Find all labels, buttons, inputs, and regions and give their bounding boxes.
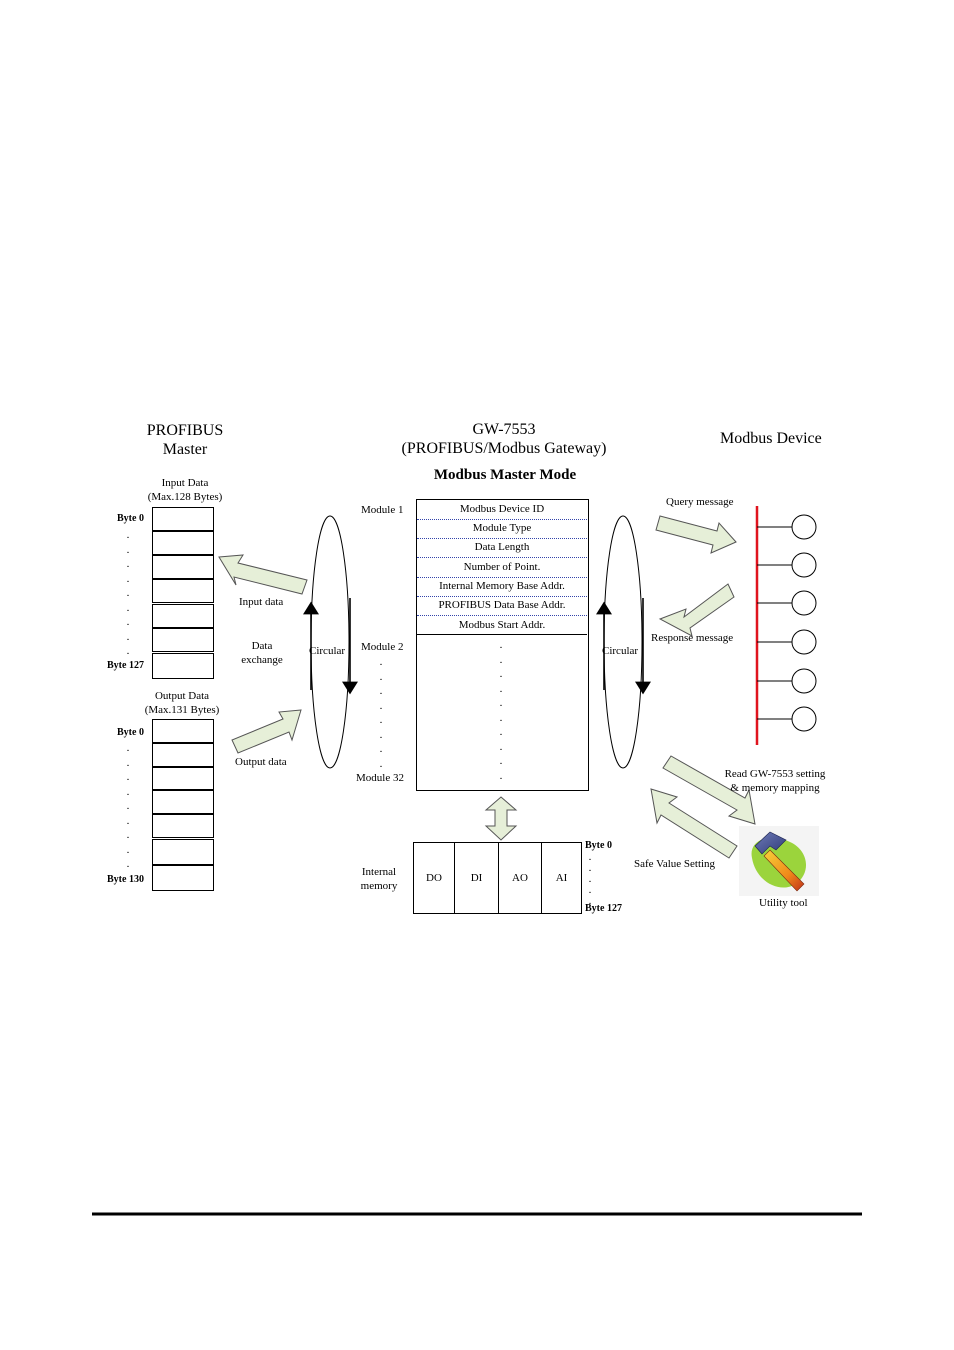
output-byte-cell: [152, 865, 214, 891]
profibus-title: PROFIBUS Master: [130, 422, 240, 459]
input-byte-cell: [152, 604, 214, 628]
circular-left-text: Circular: [309, 645, 346, 657]
gateway-module-dots: ..........: [499, 639, 503, 782]
output-byte-cell: [152, 767, 214, 790]
circular-right-text: Circular: [602, 645, 639, 657]
memory-double-arrow: [484, 796, 518, 841]
module2-label: Module 2: [361, 641, 404, 653]
gateway-title-line2: (PROFIBUS/Modbus Gateway): [401, 440, 607, 457]
module32-label: Module 32: [356, 772, 404, 784]
response-message-text: Response message: [651, 632, 734, 644]
input-byte-cell: [152, 653, 214, 679]
modbus-device-node: [791, 668, 817, 694]
output-data-arrow: [231, 709, 302, 754]
output-byte-cell: [152, 743, 214, 767]
utility-tool-icon: [739, 826, 819, 896]
query-message-text: Query message: [666, 496, 734, 508]
read-setting-line1: Read GW-7553 setting: [724, 768, 826, 780]
output-byte-dots: .........: [126, 742, 130, 870]
output-byte-cell: [152, 814, 214, 838]
memory-cell-ai: AI: [541, 842, 582, 914]
module1-label: Module 1: [361, 504, 404, 516]
gateway-row-modbus-start: Modbus Start Addr.: [458, 619, 546, 631]
internal-memory-line2: memory: [360, 880, 398, 892]
output-byte-cell: [152, 839, 214, 865]
read-setting-text: Read GW-7553 setting & memory mapping: [712, 767, 838, 795]
output-byte-cell: [152, 719, 214, 743]
gateway-row-number-of-point: Number of Point.: [417, 561, 587, 578]
gateway-module1-block: [417, 500, 587, 635]
safe-value-text: Safe Value Setting: [634, 858, 716, 870]
response-message-arrow: [658, 583, 735, 637]
gateway-row-internal-memory: Internal Memory Base Addr.: [417, 580, 587, 597]
modbus-device-node: [791, 590, 817, 616]
memory-cell-ao: AO: [498, 842, 542, 914]
memory-byte-dots: .....: [588, 851, 592, 907]
input-last-byte: Byte 127: [107, 660, 144, 671]
gateway-title-line1: GW-7553: [472, 421, 536, 438]
gateway-row-profibus-base: PROFIBUS Data Base Addr.: [417, 599, 587, 616]
output-data-title: Output Data (Max.131 Bytes): [122, 689, 242, 717]
left-circular-ellipse: [310, 515, 350, 769]
output-byte-cell: [152, 790, 214, 814]
input-data-title: Input Data (Max.128 Bytes): [125, 476, 245, 504]
modbus-device-nodes: [757, 514, 817, 732]
gateway-row-module-type: Module Type: [417, 522, 587, 539]
input-data-max: (Max.128 Bytes): [147, 491, 223, 503]
input-data-text: Input data: [239, 596, 284, 608]
input-data-label: Input Data: [161, 477, 209, 489]
safe-value-arrow: [650, 788, 738, 859]
gateway-module-table: [416, 499, 589, 791]
output-data-text: Output data: [235, 756, 287, 768]
modbus-device-node: [791, 629, 817, 655]
input-byte-dots: .........: [126, 529, 130, 657]
input-byte-cell: [152, 555, 214, 579]
input-byte-cell: [152, 628, 214, 652]
modbus-device-node: [791, 552, 817, 578]
output-data-label: Output Data: [154, 690, 210, 702]
read-setting-arrow: [662, 755, 756, 825]
gateway-row-data-length: Data Length: [417, 541, 587, 558]
internal-memory-label: Internal memory: [352, 865, 406, 893]
memory-cell-do: DO: [413, 842, 455, 914]
modbus-device-node: [791, 706, 817, 732]
input-byte-cell: [152, 507, 214, 531]
input-byte-cell: [152, 531, 214, 555]
input-first-byte: Byte 0: [117, 513, 144, 524]
read-setting-line2: & memory mapping: [730, 782, 820, 794]
output-last-byte: Byte 130: [107, 874, 144, 885]
gateway-mode: Modbus Master Mode: [433, 467, 577, 483]
output-first-byte: Byte 0: [117, 727, 144, 738]
module-label-dots: ........: [379, 656, 383, 770]
gateway-title: GW-7553 (PROFIBUS/Modbus Gateway): [374, 421, 634, 458]
output-data-max: (Max.131 Bytes): [144, 704, 220, 716]
data-exchange-line2: exchange: [241, 654, 283, 666]
memory-last-byte: Byte 127: [585, 903, 622, 914]
memory-first-byte: Byte 0: [585, 840, 612, 851]
utility-tool-text: Utility tool: [759, 897, 808, 909]
right-circular-ellipse: [603, 515, 643, 769]
internal-memory-line1: Internal: [361, 866, 397, 878]
input-byte-cell: [152, 579, 214, 603]
memory-cell-di: DI: [454, 842, 499, 914]
profibus-title-line2: Master: [162, 441, 208, 458]
gateway-row-device-id: Modbus Device ID: [417, 503, 587, 520]
data-exchange-text: Data exchange: [232, 639, 292, 667]
profibus-title-line1: PROFIBUS: [146, 422, 224, 439]
input-data-arrow: [218, 554, 308, 595]
modbus-device-node: [791, 514, 817, 540]
modbus-device-title: Modbus Device: [720, 430, 822, 447]
query-message-arrow: [655, 515, 737, 554]
data-exchange-line1: Data: [251, 640, 273, 652]
